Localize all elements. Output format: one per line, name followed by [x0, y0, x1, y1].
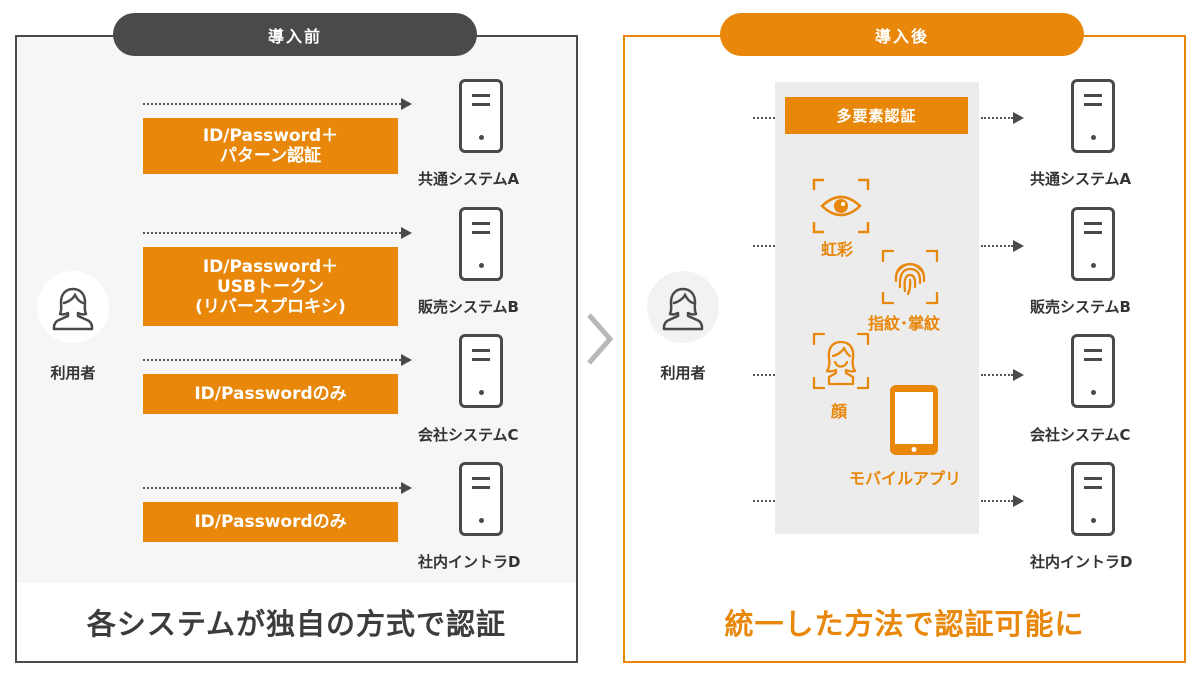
eye-icon — [812, 178, 870, 234]
system-label: 販売システムB — [1030, 298, 1131, 316]
mfa-column — [775, 82, 979, 534]
auth-method-line: パターン認証 — [219, 146, 322, 166]
arrow-line-before-3 — [143, 359, 401, 361]
server-icon — [1071, 207, 1115, 281]
auth-method-line: ID/Passwordのみ — [194, 512, 347, 532]
arrowhead-before-1 — [401, 98, 412, 110]
after-header-pill: 導入後 — [720, 13, 1084, 56]
before-header-pill: 導入前 — [113, 13, 477, 56]
arrow-line-after-2 — [981, 245, 1013, 247]
before-caption: 各システムが独自の方式で認証 — [17, 583, 576, 661]
arrowhead-after-3 — [1013, 369, 1024, 381]
factor-label-face: 顔 — [831, 402, 848, 421]
arrowhead-before-3 — [401, 354, 412, 366]
user-icon — [662, 287, 704, 331]
chevron-right-icon — [587, 313, 614, 365]
arrow-line-after-1 — [981, 117, 1013, 119]
user-label-before: 利用者 — [50, 364, 96, 382]
system-label: 共通システムA — [418, 170, 520, 188]
auth-method-box: ID/Passwordのみ — [143, 502, 398, 542]
arrow-line-after-4 — [981, 500, 1013, 502]
arrowhead-before-2 — [401, 227, 412, 239]
user-avatar-after — [647, 271, 719, 343]
auth-method-box: ID/Passwordのみ — [143, 374, 398, 414]
tablet-icon — [890, 385, 938, 455]
arrowhead-after-1 — [1013, 112, 1024, 124]
auth-method-box: ID/Password＋ パターン認証 — [143, 118, 398, 174]
auth-method-line: USBトークン — [216, 276, 324, 297]
factor-label-iris: 虹彩 — [821, 240, 854, 259]
arrow-in-dots — [753, 117, 775, 119]
server-icon — [1071, 334, 1115, 408]
server-icon — [459, 79, 503, 153]
auth-method-line: (リバースプロキシ) — [195, 296, 346, 317]
server-icon — [459, 334, 503, 408]
arrow-line-before-2 — [143, 232, 401, 234]
arrow-line-before-4 — [143, 487, 401, 489]
face-icon — [812, 332, 870, 390]
auth-method-line: ID/Password＋ — [202, 126, 339, 146]
system-label: 会社システムC — [1030, 426, 1131, 444]
auth-method-line: ID/Passwordのみ — [194, 384, 347, 404]
system-label: 社内イントラD — [1030, 553, 1133, 571]
arrow-in-dots — [753, 374, 775, 376]
arrow-line-before-1 — [143, 103, 401, 105]
system-label: 会社システムC — [418, 426, 519, 444]
server-icon — [459, 462, 503, 536]
system-label: 販売システムB — [418, 298, 519, 316]
arrow-in-dots — [753, 245, 775, 247]
after-caption: 統一した方法で認証可能に — [625, 583, 1184, 661]
server-icon — [459, 207, 503, 281]
auth-method-box: ID/Password＋ USBトークン (リバースプロキシ) — [143, 247, 398, 326]
server-icon — [1071, 79, 1115, 153]
factor-label-mobile: モバイルアプリ — [849, 469, 962, 488]
user-label-after: 利用者 — [660, 364, 706, 382]
arrowhead-after-4 — [1013, 495, 1024, 507]
user-icon — [52, 287, 94, 331]
server-icon — [1071, 462, 1115, 536]
user-avatar-before — [37, 271, 109, 343]
arrow-line-after-3 — [981, 374, 1013, 376]
auth-method-line: ID/Password＋ — [202, 256, 339, 277]
arrowhead-before-4 — [401, 482, 412, 494]
fingerprint-icon — [881, 249, 939, 305]
system-label: 共通システムA — [1030, 170, 1132, 188]
factor-label-fingerprint: 指紋･掌紋 — [868, 314, 941, 333]
arrow-in-dots — [753, 500, 775, 502]
mfa-title: 多要素認証 — [785, 97, 968, 134]
system-label: 社内イントラD — [418, 553, 521, 571]
arrowhead-after-2 — [1013, 240, 1024, 252]
